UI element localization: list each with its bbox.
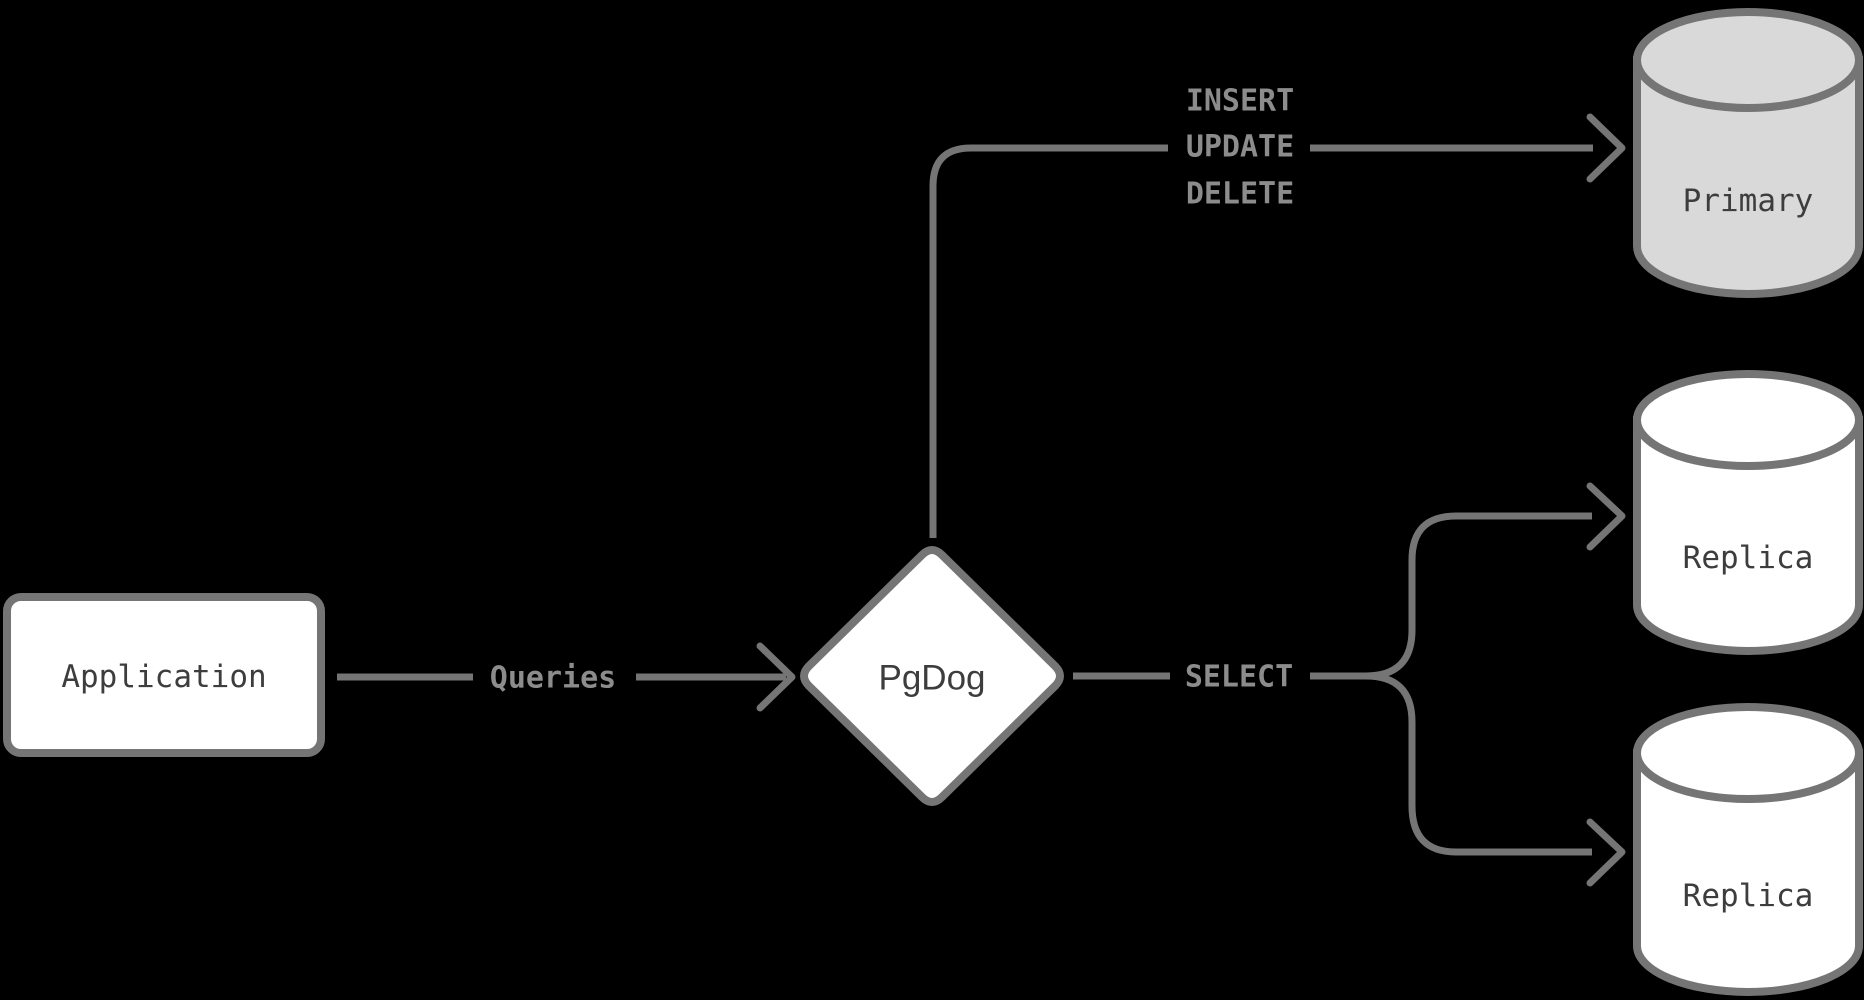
arrowhead-right-icon <box>1586 113 1626 183</box>
replica-top-db-node: Replica <box>1633 370 1863 655</box>
application-node: Application <box>3 593 325 757</box>
pgdog-node: PgDog <box>800 546 1064 806</box>
application-label: Application <box>61 659 266 695</box>
replica-top-label: Replica <box>1683 540 1814 576</box>
edge-select: SELECT <box>1073 482 1626 887</box>
pgdog-diamond <box>800 546 1064 806</box>
primary-label: Primary <box>1683 183 1814 219</box>
application-box <box>3 593 325 757</box>
select-edge-label: SELECT <box>1185 660 1293 695</box>
pgdog-label: PgDog <box>878 659 985 698</box>
edge-writes: INSERT UPDATE DELETE <box>929 84 1626 538</box>
replica-top-cylinder-body <box>1633 416 1863 655</box>
primary-db-node: Primary <box>1633 8 1863 298</box>
writes-edge-label-update: UPDATE <box>1186 130 1294 165</box>
writes-edge-label-delete: DELETE <box>1186 177 1294 212</box>
primary-cylinder-top <box>1633 8 1863 112</box>
writes-line-left <box>929 144 1168 538</box>
select-branch-up <box>1365 512 1592 680</box>
arrowhead-right-icon <box>756 642 796 712</box>
replica-top-cylinder-top <box>1633 370 1863 470</box>
select-branch-down <box>1365 672 1592 856</box>
queries-edge-label: Queries <box>490 661 616 696</box>
replica-bottom-db-node: Replica <box>1633 703 1863 996</box>
arrowhead-right-icon <box>1586 482 1626 551</box>
replica-bottom-label: Replica <box>1683 878 1814 914</box>
edge-queries: Queries <box>337 642 796 712</box>
writes-edge-label-insert: INSERT <box>1186 84 1294 119</box>
replica-bottom-cylinder-top <box>1633 703 1863 803</box>
replica-bottom-cylinder-body <box>1633 749 1863 996</box>
primary-cylinder-body <box>1633 56 1863 298</box>
arrowhead-right-icon <box>1586 818 1626 887</box>
